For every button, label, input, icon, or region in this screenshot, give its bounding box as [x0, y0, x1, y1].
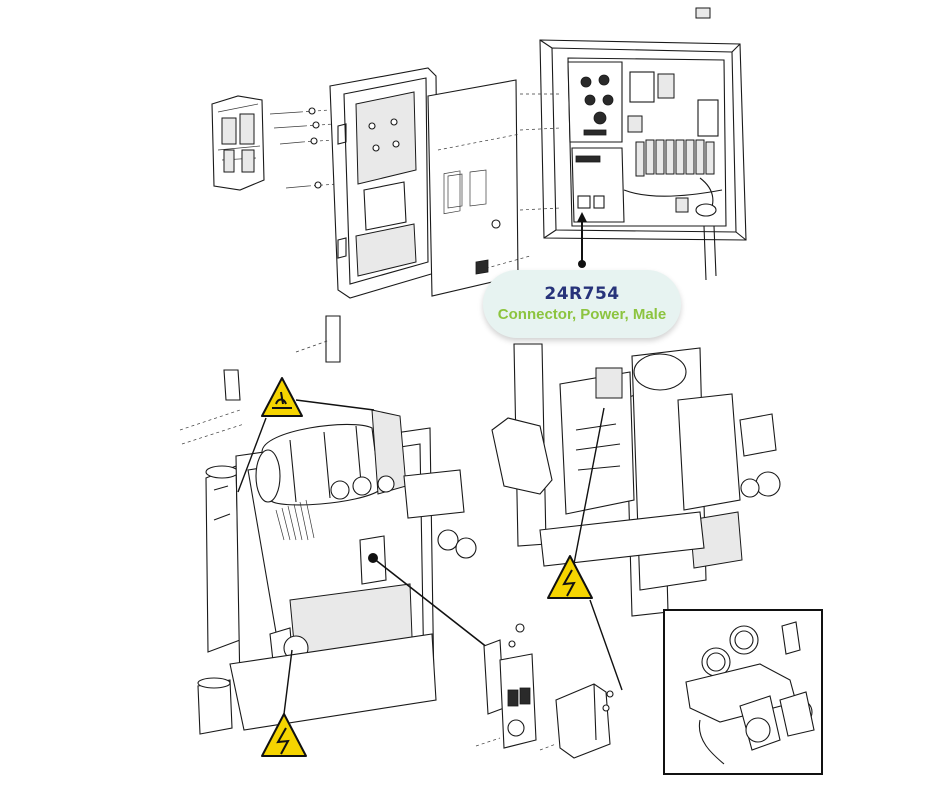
- pump-assembly[interactable]: [179, 315, 477, 735]
- front-cover-assembly[interactable]: [211, 67, 531, 299]
- shock-leader-upper: [571, 407, 605, 575]
- part-callout[interactable]: 24R754 Connector, Power, Male: [483, 270, 681, 338]
- hot-surface-warning-icon: [261, 377, 303, 417]
- shock-leader-lower: [589, 599, 623, 691]
- shock-leader-left: [283, 649, 293, 715]
- rear-assembly[interactable]: [491, 343, 781, 617]
- guard-cover[interactable]: [555, 683, 614, 759]
- bracket-detail[interactable]: [475, 623, 557, 751]
- part-description: Connector, Power, Male: [497, 306, 667, 323]
- electric-shock-warning-icon: [547, 555, 593, 599]
- detail-leader: [372, 557, 489, 649]
- inset-detail[interactable]: [663, 609, 823, 775]
- callout-leader: [577, 212, 587, 268]
- part-number: 24R754: [544, 284, 620, 304]
- hot-surface-leader: [295, 399, 375, 411]
- hot-surface-leader-2: [237, 417, 267, 493]
- electric-shock-warning-icon: [261, 713, 307, 757]
- electrical-enclosure[interactable]: [519, 7, 747, 281]
